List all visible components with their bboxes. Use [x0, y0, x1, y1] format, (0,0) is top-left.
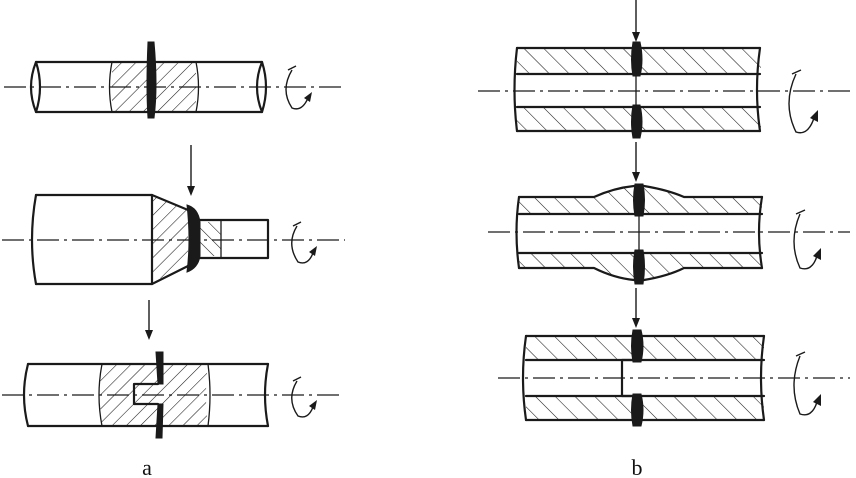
column-b: b: [478, 0, 850, 478]
b3-tube-spigot-joint: [498, 329, 850, 427]
b1-rotation-arrow-icon: [788, 69, 818, 134]
a1-rod-butt-joint: [4, 41, 345, 119]
b1-tube-butt-joint: [478, 41, 850, 139]
a-down-arrow-icon-1: [187, 145, 195, 196]
b-top-arrow-icon: [632, 0, 640, 42]
a2-rotation-arrow-icon: [291, 221, 317, 264]
b2-rotation-arrow-icon: [793, 209, 821, 270]
label-a: a: [142, 455, 152, 478]
b-down-arrow-icon-2: [632, 288, 640, 328]
b-down-arrow-icon-1: [632, 142, 640, 182]
b3-rotation-arrow-icon: [793, 351, 821, 416]
a1-rotation-arrow-icon: [285, 65, 312, 110]
label-b: b: [632, 455, 643, 478]
column-a: a: [2, 41, 345, 478]
a3-socket-rod-joint: [2, 351, 340, 439]
a-down-arrow-icon-2: [145, 300, 153, 340]
b2-tube-upset-joint: [488, 183, 850, 285]
a2-tapered-rod-joint: [2, 193, 345, 286]
a3-rotation-arrow-icon: [291, 376, 317, 418]
